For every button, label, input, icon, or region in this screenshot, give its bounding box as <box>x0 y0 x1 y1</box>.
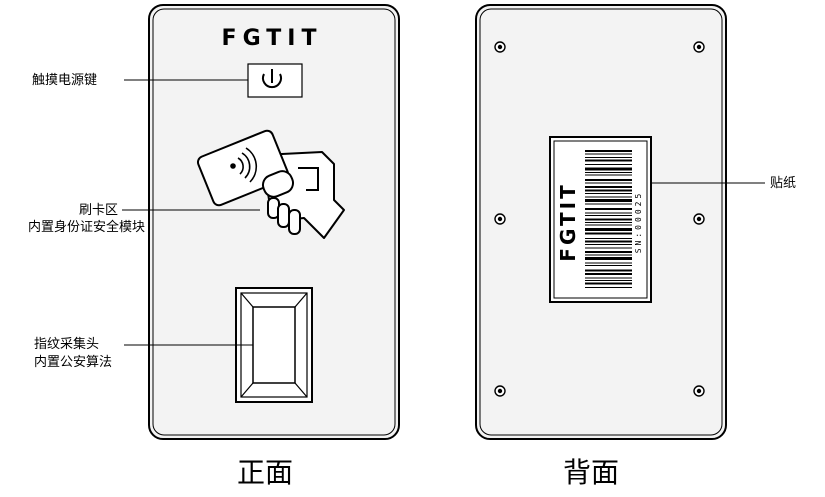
barcode-bar <box>585 269 632 272</box>
thumb-icon <box>261 170 295 198</box>
callout-power-text: 触摸电源键 <box>32 73 97 88</box>
barcode-bar <box>585 164 632 165</box>
barcode-bar <box>585 182 632 184</box>
barcode-bar <box>585 167 632 171</box>
front-caption: 正面 <box>237 456 293 489</box>
barcode-bar <box>585 179 632 181</box>
screw-group <box>494 41 705 397</box>
barcode-bar <box>585 153 632 155</box>
barcode-bar <box>585 172 632 173</box>
back-callouts: 贴纸 <box>651 176 796 191</box>
barcode-bar <box>585 240 632 243</box>
rfid-wave-icon <box>230 147 258 183</box>
barcode-bar <box>585 199 632 202</box>
barcode-bar <box>585 157 632 158</box>
front-brand-logo: FGTIT <box>222 26 323 51</box>
barcode-bar <box>585 265 632 266</box>
barcode-bar <box>585 287 632 288</box>
barcode <box>585 150 632 288</box>
screw-icon <box>693 213 705 225</box>
back-panel: FGTIT SN:00025 背面 <box>475 4 727 489</box>
barcode-bar <box>585 228 632 231</box>
barcode-bar <box>585 282 632 285</box>
front-panel: FGTIT <box>148 4 400 489</box>
callout-fingerprint-text-1: 指纹采集头 <box>34 336 99 352</box>
callout-sticker-text: 贴纸 <box>770 176 796 191</box>
barcode-bar <box>585 280 632 281</box>
barcode-bar <box>585 222 632 223</box>
power-button[interactable] <box>247 63 303 98</box>
barcode-bar <box>585 212 632 214</box>
barcode-bar <box>585 203 632 205</box>
screw-icon <box>494 41 506 53</box>
barcode-bar <box>585 218 632 221</box>
front-callouts: 触摸电源键 刷卡区 内置身份证安全模块 指纹采集头 内置公安算法 <box>28 73 260 370</box>
card-reader-area[interactable] <box>196 129 345 239</box>
barcode-bar <box>585 196 632 198</box>
barcode-bar <box>585 247 632 249</box>
barcode-bar <box>585 238 632 239</box>
callout-card-text-2: 内置身份证安全模块 <box>28 219 145 235</box>
callout-fingerprint-text-2: 内置公安算法 <box>34 354 112 370</box>
barcode-bar <box>585 257 632 260</box>
front-panel-inner-edge <box>152 8 396 436</box>
barcode-bar <box>585 159 632 162</box>
barcode-bar <box>585 244 632 245</box>
back-caption: 背面 <box>563 456 619 489</box>
front-panel-outer <box>148 4 400 440</box>
screw-icon <box>494 213 506 225</box>
finger-3 <box>288 209 301 235</box>
finger-2 <box>277 203 290 228</box>
back-sticker: FGTIT SN:00025 <box>549 136 652 303</box>
barcode-bar <box>585 251 632 253</box>
fingerprint-window <box>252 306 296 384</box>
barcode-bar <box>585 232 632 235</box>
sticker-inner <box>553 140 648 299</box>
barcode-bar <box>585 189 632 192</box>
screw-icon <box>693 385 705 397</box>
barcode-bar <box>585 262 632 264</box>
fingerprint-sensor[interactable] <box>235 287 313 403</box>
barcode-bar <box>585 174 632 176</box>
serial-number: SN:00025 <box>634 191 643 254</box>
barcode-bar <box>585 215 632 216</box>
hand-thumb-outline <box>298 167 319 191</box>
barcode-bar <box>585 208 632 210</box>
barcode-bar <box>585 273 632 275</box>
callout-card-text-1: 刷卡区 <box>79 203 118 218</box>
barcode-bar <box>585 193 632 194</box>
sticker-brand-logo: FGTIT <box>556 182 580 261</box>
power-icon <box>262 73 282 89</box>
barcode-bar <box>585 277 632 279</box>
barcode-bar <box>585 224 632 226</box>
screw-icon <box>693 41 705 53</box>
barcode-bar <box>585 150 632 152</box>
barcode-bar <box>585 254 632 256</box>
barcode-bar <box>585 186 632 188</box>
screw-icon <box>494 385 506 397</box>
back-panel-inner-edge <box>479 8 723 436</box>
